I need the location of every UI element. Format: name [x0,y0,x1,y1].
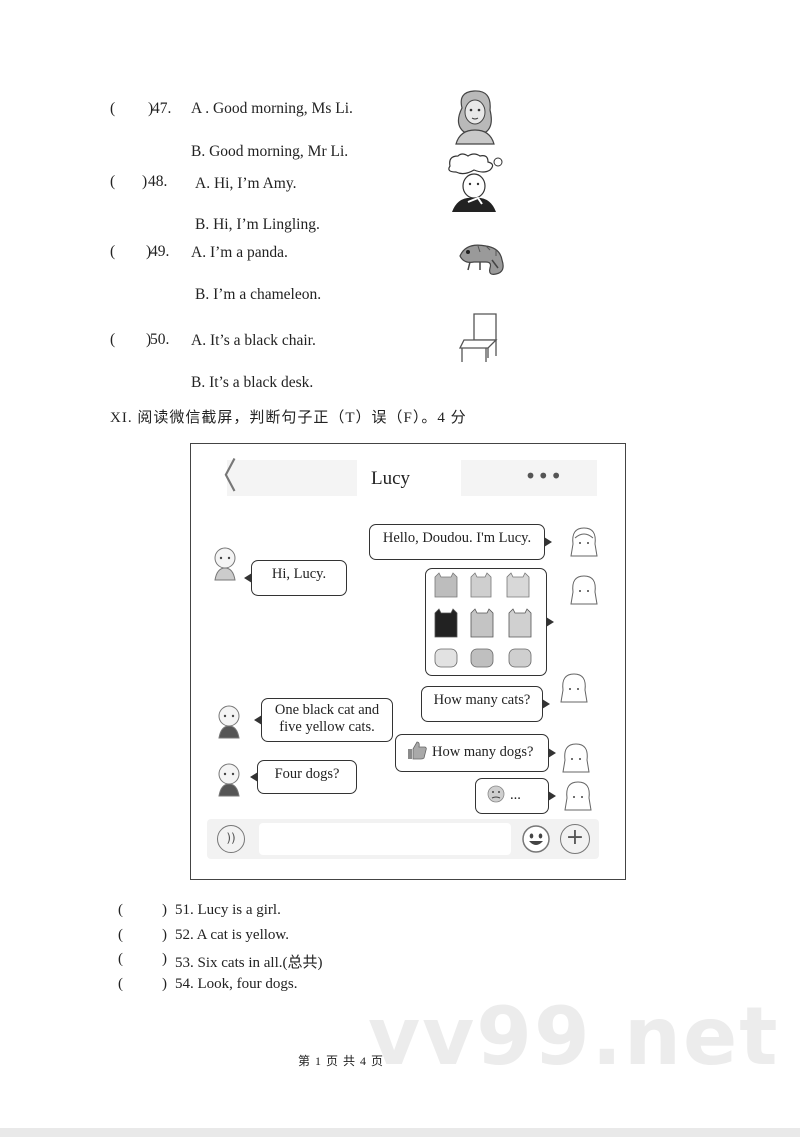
statement-text: 53. Six cats in all.(总共) [175,955,323,971]
question-number: 47. [152,100,172,117]
message-text-line1: One black cat and [274,702,380,718]
chat-input-bar: )) + [207,819,599,859]
answer-paren-open: ( [110,173,116,190]
back-arrow-icon[interactable]: 〈 [207,455,237,498]
message-bubble: One black cat and five yellow cats. [254,698,393,742]
answer-paren-open: ( [110,100,116,117]
question-number: 49. [150,243,170,260]
contact-name: Lucy [371,468,411,489]
chameleon-illustration [459,244,504,275]
answer-paren-close: ) [162,951,167,967]
answer-paren-open: ( [118,976,123,992]
message-bubble: How many dogs? [395,734,556,772]
answer-paren-open: ( [118,951,123,967]
thumbs-up-icon [408,741,427,760]
boy-avatar-icon [218,763,240,797]
message-input[interactable] [259,823,511,855]
option-b: B. It’s a black desk. [191,374,314,391]
watermark: vv99.net [368,990,780,1083]
message-text: Hello, Doudou. I'm Lucy. [382,530,532,546]
woman-illustration [455,90,495,145]
message-text: Four dogs? [274,766,340,782]
page-footer: 第 1 页 共 4 页 [298,1054,385,1068]
message-text: ... [510,787,521,803]
answer-paren-open: ( [118,927,123,943]
girl-avatar-icon [570,575,598,605]
answer-paren-close: ) [146,243,152,260]
more-options-icon[interactable]: ••• [524,464,563,488]
statement-text: 52. A cat is yellow. [175,927,290,943]
message-bubble: How many cats? [421,686,550,722]
answer-paren-close: ) [148,100,154,117]
option-a: A. It’s a black chair. [191,332,316,349]
message-bubble: Hello, Doudou. I'm Lucy. [369,524,552,560]
answer-paren-close: ) [162,902,167,918]
plus-icon[interactable]: + [560,824,590,854]
answer-paren-open: ( [118,902,123,918]
option-b: B. I’m a chameleon. [195,286,322,303]
option-a: A. Hi, I’m Amy. [195,175,297,192]
message-text: How many cats? [433,692,531,708]
chair-illustration [458,313,498,362]
emoji-icon[interactable] [521,824,551,854]
girl-avatar-icon [562,743,590,773]
answer-paren-close: ) [146,331,152,348]
chat-screenshot: 〈 Lucy ••• Hello, Doudou. I'm Lucy. Hi, … [190,443,626,880]
answer-paren-open: ( [110,331,116,348]
answer-paren-close: ) [142,173,148,190]
option-b: B. Hi, I’m Lingling. [195,216,320,233]
option-b: B. Good morning, Mr Li. [191,143,349,160]
statement-text: 51. Lucy is a girl. [175,902,281,918]
boy-avatar-icon [218,705,240,739]
option-a: A . Good morning, Ms Li. [191,100,353,117]
confused-face-icon [487,785,505,803]
message-bubble: ... [475,778,556,814]
message-bubble: Four dogs? [250,760,357,794]
option-a: A. I’m a panda. [191,244,288,261]
question-number: 50. [150,331,170,348]
question-number: 48. [148,173,168,190]
girl-avatar-icon [570,527,598,557]
statement-text: 54. Look, four dogs. [175,976,298,992]
chat-header: 〈 Lucy ••• [207,455,599,498]
cats-and-dogs-image [434,572,532,668]
section-title: XI. 阅读微信截屏，判断句子正（T）误（F）。4 分 [110,410,467,426]
girl-avatar-icon [564,781,592,811]
message-text: How many dogs? [432,744,534,760]
message-bubble: Hi, Lucy. [244,560,347,596]
page-edge [0,1128,800,1137]
man-thinking-illustration [448,153,503,212]
answer-paren-close: ) [162,927,167,943]
answer-paren-open: ( [110,243,116,260]
voice-input-icon[interactable]: )) [217,825,245,853]
image-message-bubble[interactable] [425,568,554,676]
message-text-line2: five yellow cats. [279,719,375,735]
answer-paren-close: ) [162,976,167,992]
girl-avatar-icon [560,673,588,703]
message-text: Hi, Lucy. [271,566,327,582]
boy-avatar-icon [214,547,236,581]
